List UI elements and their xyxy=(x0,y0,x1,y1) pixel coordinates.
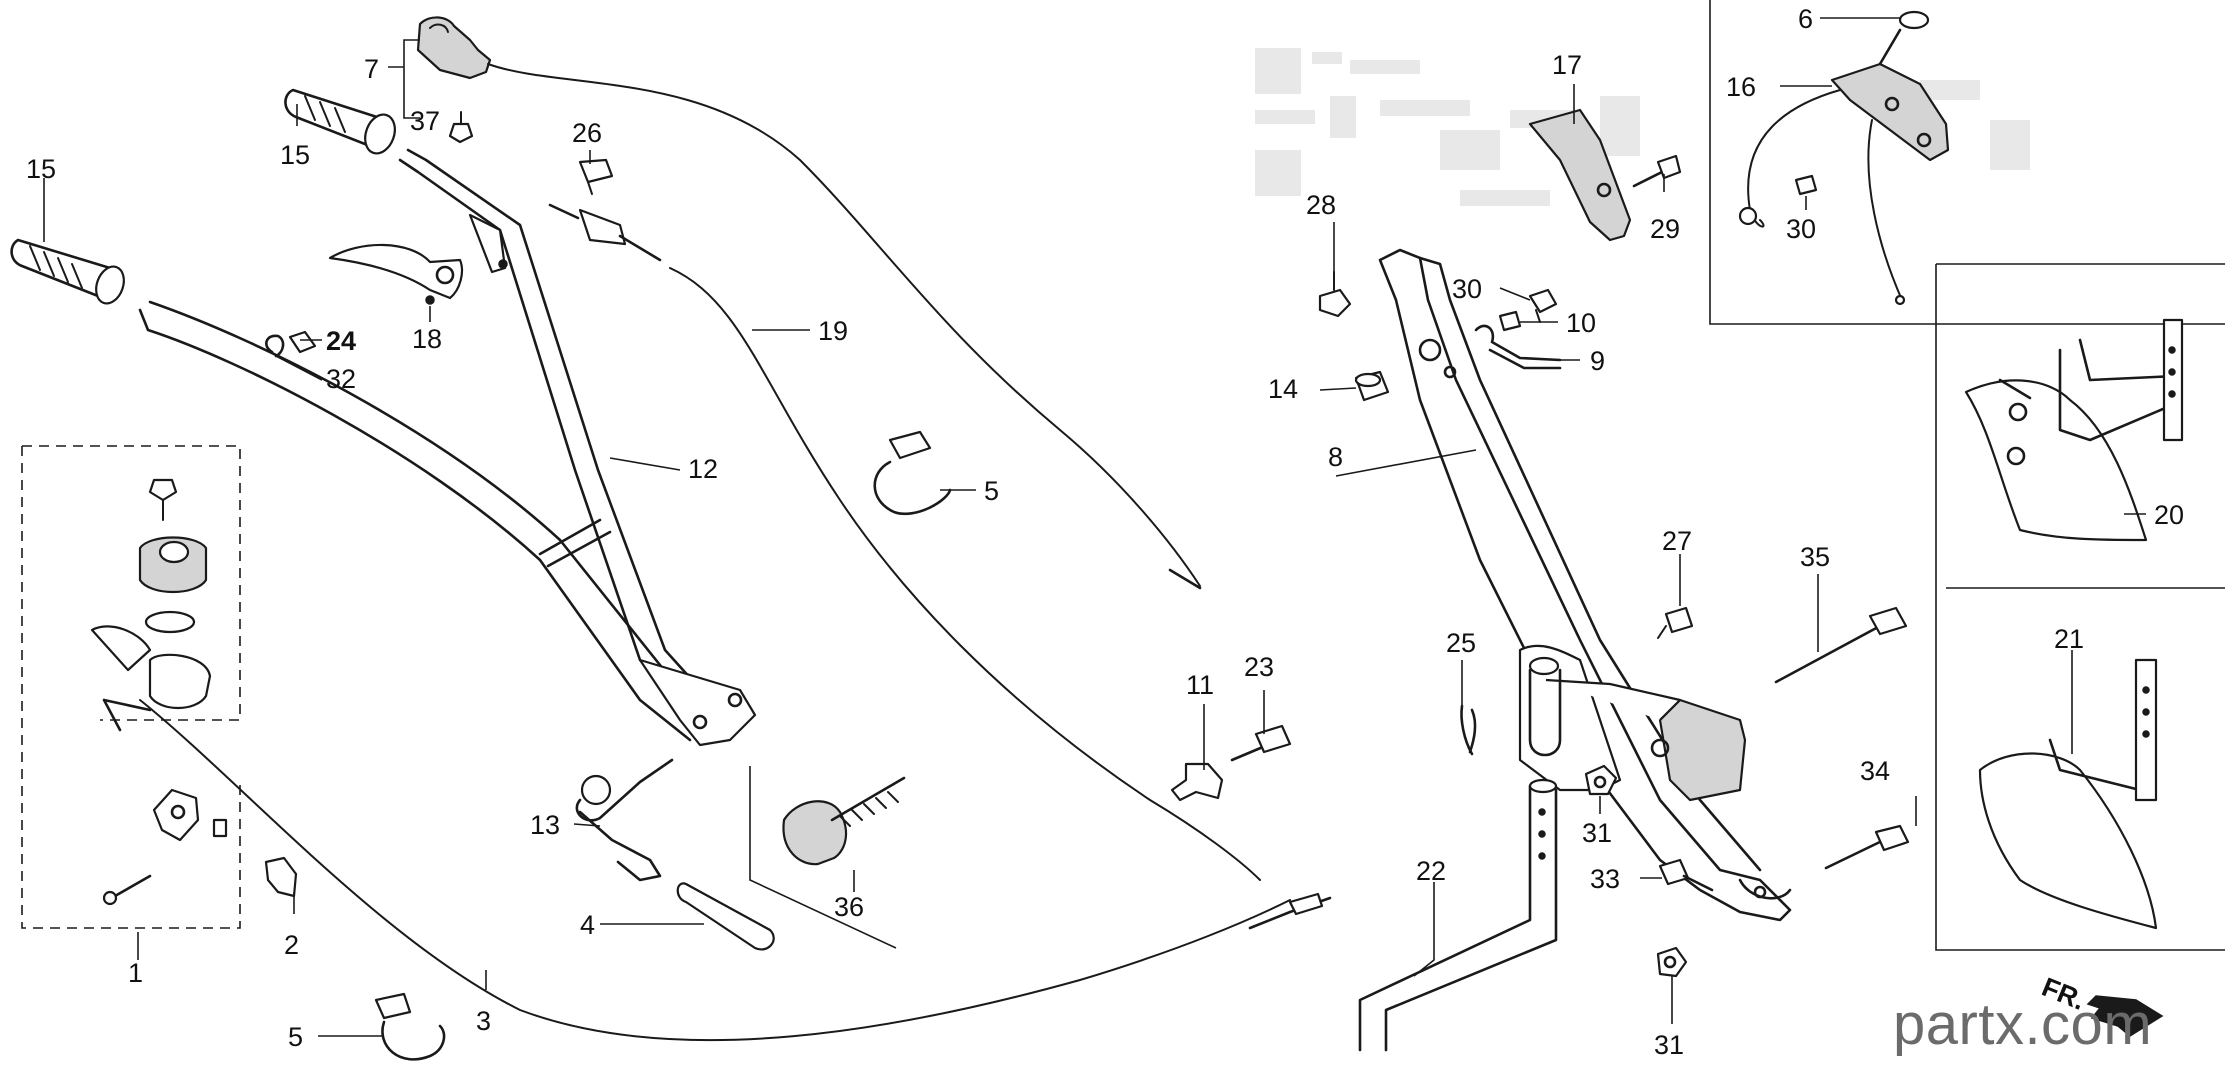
callout-27: 27 xyxy=(1662,526,1692,556)
clip-24 xyxy=(288,330,317,354)
cover-17 xyxy=(1528,108,1632,242)
callout-labels: 1 2 3 4 5 5 6 7 8 9 10 11 12 13 14 15 15… xyxy=(26,4,2184,1060)
bolt-26 xyxy=(578,158,614,195)
cable-clamp-upper xyxy=(873,430,952,515)
callout-5-lower: 5 xyxy=(288,1022,303,1052)
callout-21: 21 xyxy=(2054,624,2084,654)
throttle-assembly-group xyxy=(21,445,241,929)
plow-21 xyxy=(1978,658,2158,930)
bolt-34 xyxy=(1824,824,1910,870)
callout-9: 9 xyxy=(1590,346,1605,376)
callout-17: 17 xyxy=(1552,50,1582,80)
callout-35: 35 xyxy=(1800,542,1830,572)
callout-16: 16 xyxy=(1726,72,1756,102)
clutch-lever xyxy=(328,243,464,305)
callout-14: 14 xyxy=(1268,374,1298,404)
bolt-33 xyxy=(1658,858,1714,892)
callout-29: 29 xyxy=(1650,214,1680,244)
callout-1: 1 xyxy=(128,958,143,988)
callout-15-left: 15 xyxy=(26,154,56,184)
throttle-cable xyxy=(487,63,1202,590)
cable-clamp-lower xyxy=(374,992,446,1061)
pin-25 xyxy=(1460,704,1477,756)
nut-31-lower xyxy=(1656,946,1688,978)
spring-9 xyxy=(1474,324,1562,370)
nut-28 xyxy=(1318,271,1352,318)
throttle-lever xyxy=(416,16,492,80)
leader-lines xyxy=(43,17,2146,1037)
callout-4: 4 xyxy=(580,910,595,940)
handle-grip-left xyxy=(10,238,125,305)
partx-watermark: partx.com xyxy=(1893,992,2153,1057)
pin-13 xyxy=(575,758,674,882)
callout-11: 11 xyxy=(1186,670,1214,700)
throttle-control-cable xyxy=(139,699,1332,1042)
grip-4 xyxy=(676,882,775,951)
callout-37: 37 xyxy=(410,106,440,136)
ring-32 xyxy=(265,334,285,358)
clutch-cable xyxy=(548,203,1261,881)
callout-15-right: 15 xyxy=(280,140,310,170)
bolt-35 xyxy=(1774,606,1908,684)
plate-10 xyxy=(1498,310,1522,332)
spacer-14 xyxy=(1354,370,1390,402)
callout-28: 28 xyxy=(1306,190,1336,220)
callout-30-middle: 30 xyxy=(1452,274,1482,304)
callout-10: 10 xyxy=(1566,308,1596,338)
callout-23: 23 xyxy=(1244,652,1274,682)
clip-2 xyxy=(264,856,298,898)
callout-8: 8 xyxy=(1328,442,1343,472)
bracket-11 xyxy=(1170,762,1224,802)
bolt-29 xyxy=(1632,154,1682,188)
callout-3: 3 xyxy=(476,1006,491,1036)
callout-13: 13 xyxy=(530,810,560,840)
callout-12: 12 xyxy=(688,454,718,484)
callout-26: 26 xyxy=(572,118,602,148)
callout-33: 33 xyxy=(1590,864,1620,894)
callout-5-upper: 5 xyxy=(984,476,999,506)
handlebar-frame xyxy=(138,148,757,747)
callout-25: 25 xyxy=(1446,628,1476,658)
callout-36: 36 xyxy=(834,892,864,922)
callout-2: 2 xyxy=(284,930,299,960)
callout-19: 19 xyxy=(818,316,848,346)
callout-24: 24 xyxy=(326,326,356,356)
stand-22 xyxy=(1358,778,1558,1052)
background-watermark xyxy=(1255,48,2030,206)
bolt-23 xyxy=(1230,724,1292,762)
callout-22: 22 xyxy=(1416,856,1446,886)
knob-36 xyxy=(782,776,906,866)
callout-20: 20 xyxy=(2154,500,2184,530)
callout-18: 18 xyxy=(412,324,442,354)
nut-31-upper xyxy=(1584,764,1618,796)
callout-31-lower: 31 xyxy=(1654,1030,1684,1060)
callout-30-box: 30 xyxy=(1786,214,1816,244)
handle-grip-right xyxy=(284,88,396,155)
knob-36-bracket-lines xyxy=(749,766,897,949)
screw-37 xyxy=(448,111,474,144)
switch-box-group xyxy=(1709,0,2225,325)
callout-32: 32 xyxy=(326,364,356,394)
callout-34: 34 xyxy=(1860,756,1890,786)
bolt-27 xyxy=(1657,606,1694,639)
callout-7: 7 xyxy=(364,54,379,84)
main-frame-8 xyxy=(1378,248,1792,922)
plow-20-box xyxy=(1935,263,2225,951)
callout-31-upper: 31 xyxy=(1582,818,1612,848)
callout-6: 6 xyxy=(1798,4,1813,34)
screw-30-middle xyxy=(1528,288,1558,323)
